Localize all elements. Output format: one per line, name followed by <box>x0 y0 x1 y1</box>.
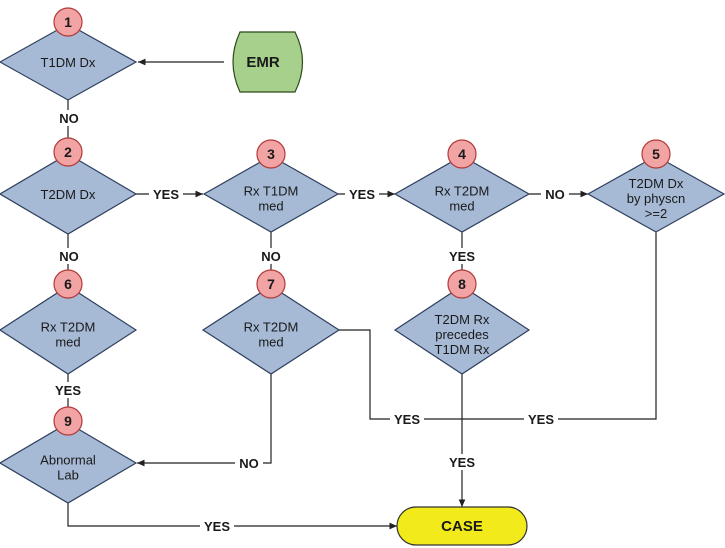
decision-text: med <box>258 335 283 350</box>
decision-text: T2DM Dx <box>629 176 684 191</box>
step-number-badge <box>53 269 83 299</box>
decision-text: Rx T1DM <box>244 184 299 199</box>
decision-text: med <box>449 199 474 214</box>
label-n1-to-n2: NO <box>59 111 79 126</box>
label-n4-to-n8: YES <box>449 249 475 264</box>
case-shape <box>396 506 528 546</box>
decision-text: precedes <box>435 327 489 342</box>
label-n7-to-n9: NO <box>239 456 259 471</box>
decision-diamond <box>201 285 341 375</box>
emr-node: EMR <box>232 31 304 93</box>
edge-labels: NO YES YES NO NO NO YES YES NO YES YES Y… <box>51 110 569 534</box>
step-number: 3 <box>267 146 275 162</box>
label-n2-to-n3: YES <box>153 187 179 202</box>
step-number-badge <box>53 7 83 37</box>
step-number: 6 <box>64 276 72 292</box>
label-n7-to-case: YES <box>394 412 420 427</box>
step-number-badge <box>53 406 83 436</box>
decision-text: T1DM Rx <box>435 342 490 357</box>
decision-diamond <box>586 155 725 233</box>
step-number-badge <box>53 137 83 167</box>
step-number-badge <box>447 269 477 299</box>
decision-diamond <box>202 155 340 233</box>
label-n3-to-n7: NO <box>261 249 281 264</box>
decision-text: med <box>258 199 283 214</box>
label-n5-to-case: YES <box>528 412 554 427</box>
decision-diamond <box>0 23 138 101</box>
decision-text: T1DM Dx <box>41 55 96 70</box>
decision-diamond <box>0 153 138 235</box>
step-number-badge <box>256 269 286 299</box>
label-n6-to-n9: YES <box>55 383 81 398</box>
decision-text: T2DM Rx <box>435 312 490 327</box>
step-number-badge <box>447 139 477 169</box>
label-n4-to-n5: NO <box>545 187 565 202</box>
decision-text: Rx T2DM <box>41 320 96 335</box>
label-n9-to-case: YES <box>204 519 230 534</box>
step-number: 7 <box>267 276 275 292</box>
step-number: 5 <box>652 146 660 162</box>
decision-text: Abnormal <box>40 453 96 468</box>
case-node: CASE <box>396 506 528 546</box>
step-number: 4 <box>458 146 466 162</box>
label-n2-to-n6: NO <box>59 249 79 264</box>
step-number-badge <box>641 139 671 169</box>
step-number-badge <box>256 139 286 169</box>
edge-n9-to-case <box>67 502 397 530</box>
emr-shape <box>232 31 304 93</box>
decision-text: med <box>55 335 80 350</box>
step-number: 9 <box>64 413 72 429</box>
decision-diamond <box>0 422 138 504</box>
decision-text: Lab <box>57 468 79 483</box>
decision-diamond <box>393 155 531 233</box>
edge-n7-to-n9 <box>137 374 272 467</box>
decision-text: Rx T2DM <box>244 320 299 335</box>
decision-text: >=2 <box>645 206 667 221</box>
decision-text: Rx T2DM <box>435 184 490 199</box>
decision-diamond <box>393 285 531 375</box>
step-number: 1 <box>64 14 72 30</box>
case-label: CASE <box>441 518 483 535</box>
label-n3-to-n4: YES <box>349 187 375 202</box>
decision-node-2: T2DM Dx 2 <box>0 137 138 235</box>
decision-text: T2DM Dx <box>41 187 96 202</box>
edges <box>64 58 657 530</box>
step-number: 8 <box>458 276 466 292</box>
decision-diamond <box>0 285 138 375</box>
decision-text: by physcn <box>627 191 686 206</box>
emr-label: EMR <box>246 54 280 71</box>
label-n8-to-case: YES <box>449 455 475 470</box>
step-number: 2 <box>64 144 72 160</box>
decision-node-1: T1DM Dx 1 <box>0 7 138 101</box>
